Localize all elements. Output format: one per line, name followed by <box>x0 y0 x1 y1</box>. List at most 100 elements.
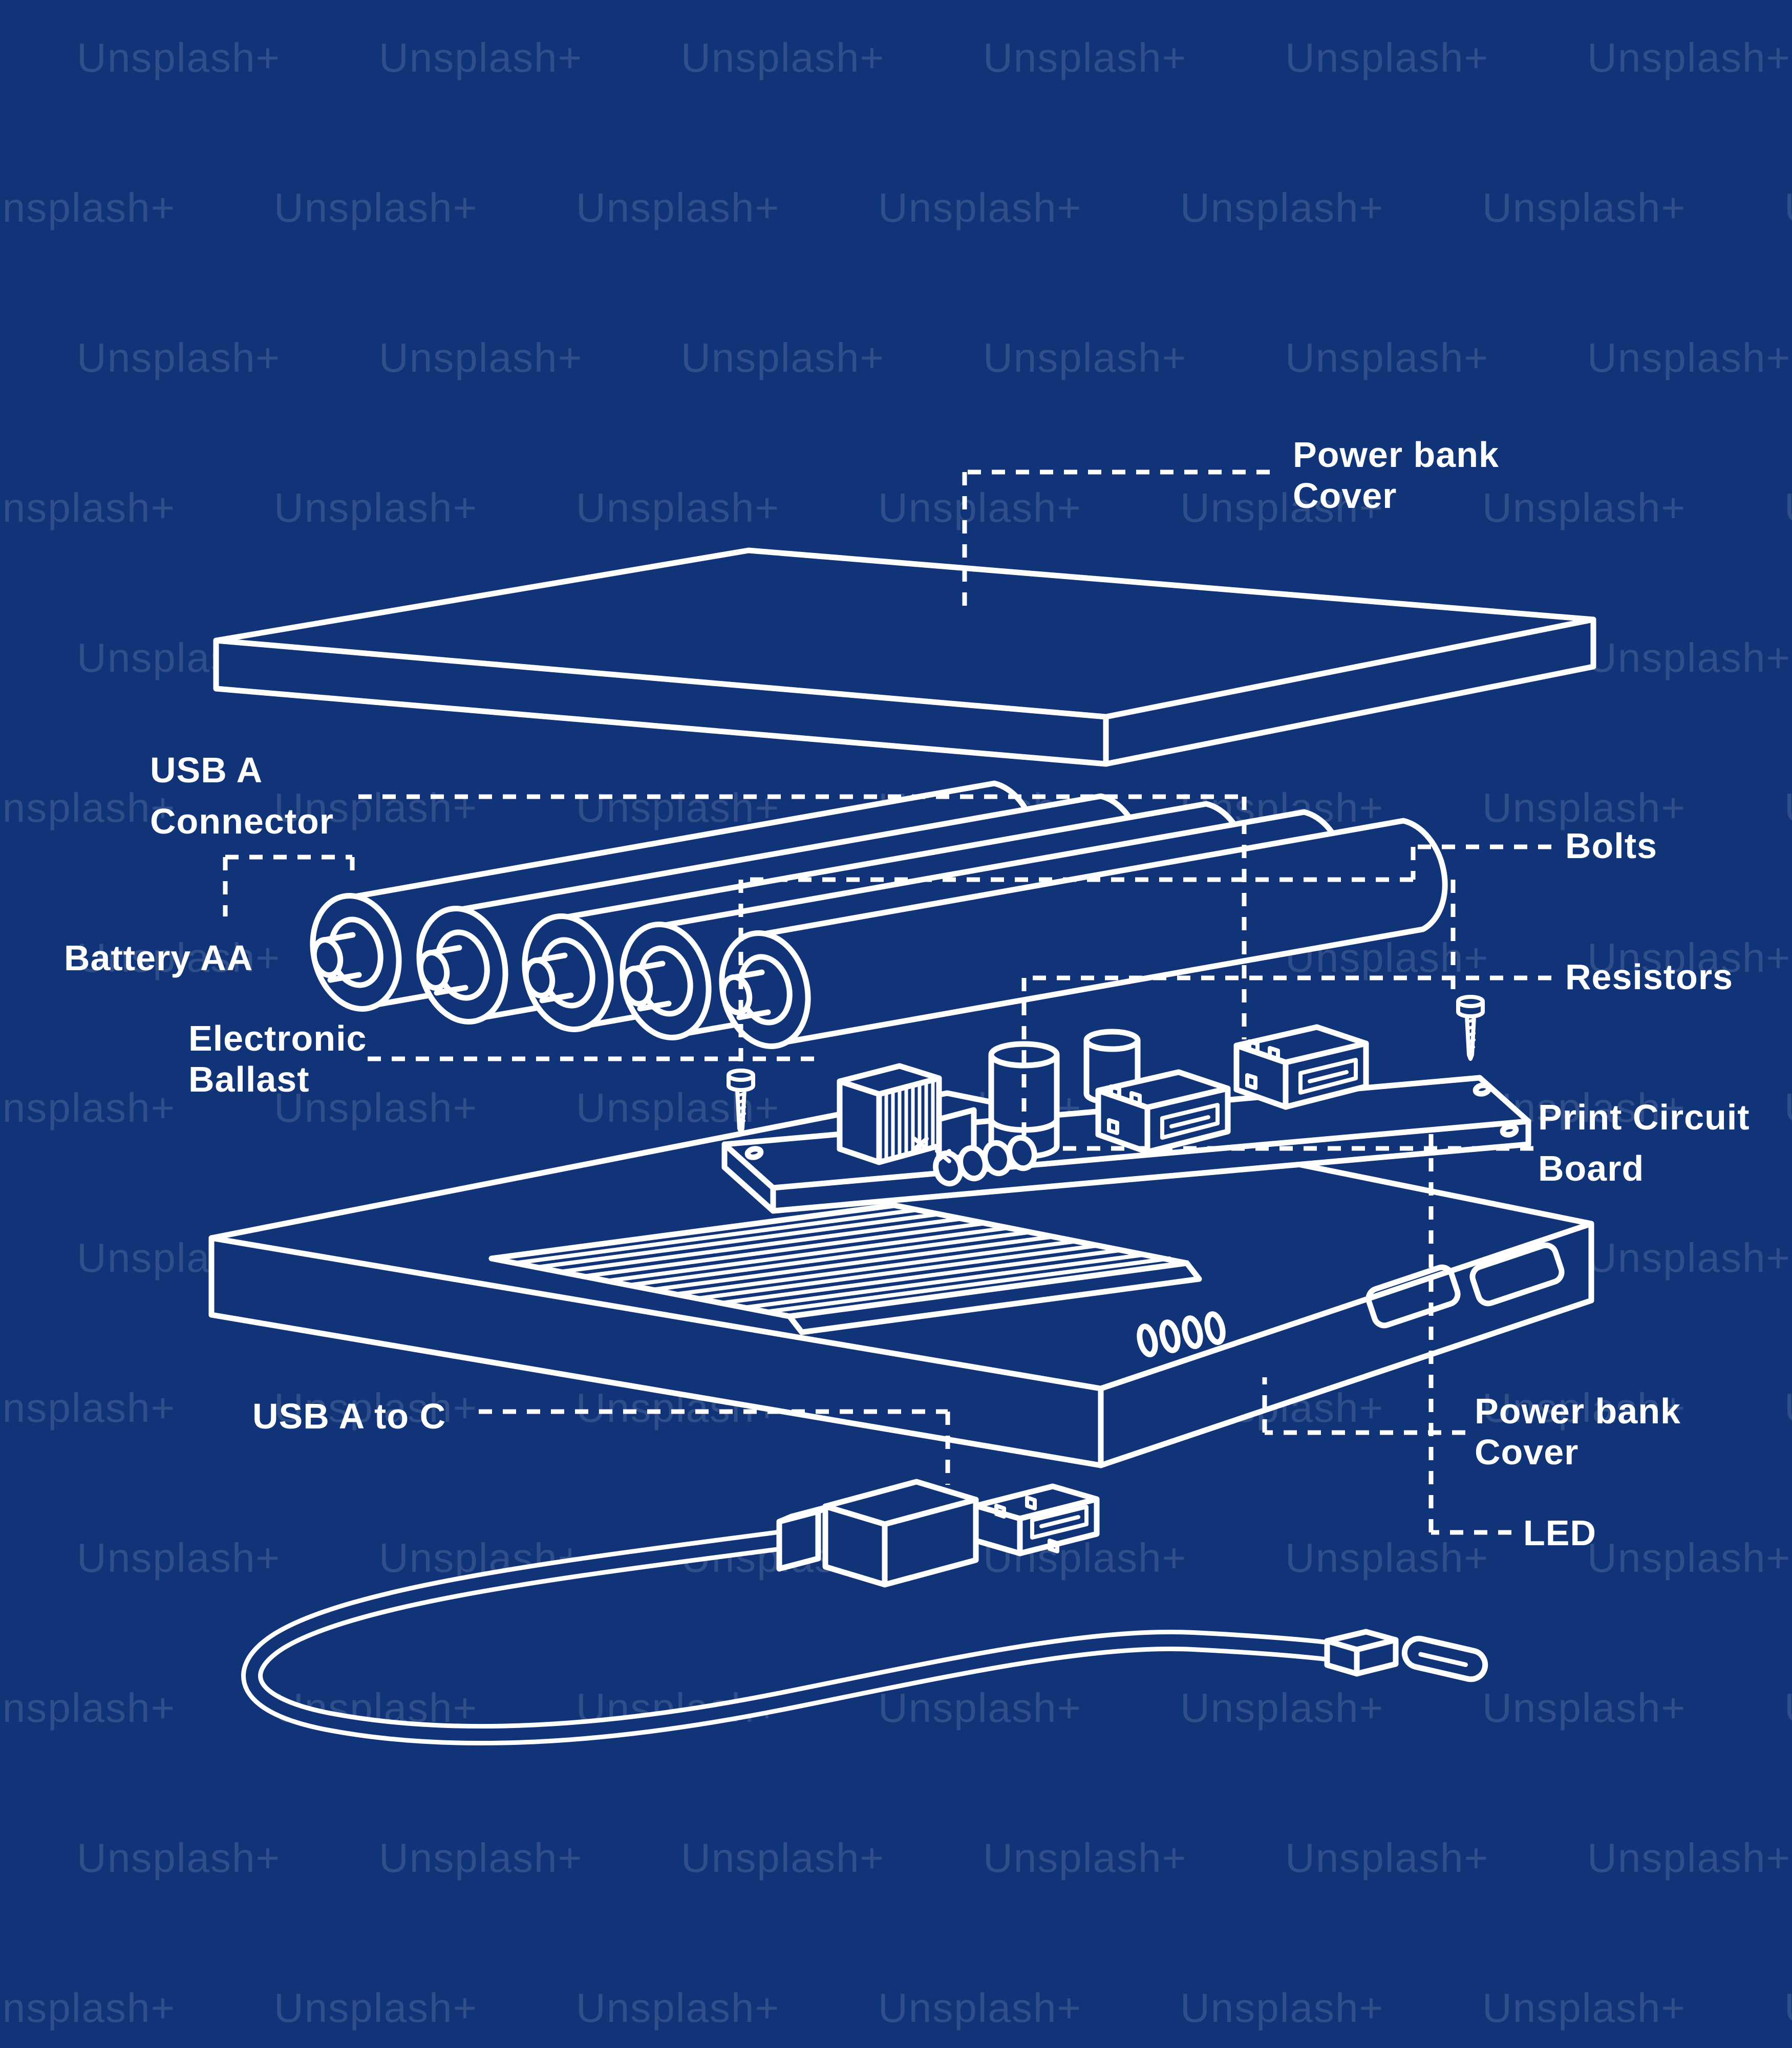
watermark-text: Unsplash+ <box>274 1385 478 1431</box>
watermark-text: Unsplash+ <box>0 1085 176 1130</box>
usb-a-port-rear <box>1233 1024 1369 1110</box>
leader-resistors <box>1021 975 1551 1144</box>
watermark-text: Unsplash+ <box>274 185 478 230</box>
watermark-text: Unsplash+ <box>77 1535 281 1581</box>
watermark-text: Unsplash+ <box>576 485 780 530</box>
watermark-text: Unsplash+ <box>1587 1235 1791 1281</box>
mounting-hole <box>1473 1082 1492 1097</box>
watermark-text: Unsplash+ <box>1784 185 1792 230</box>
label-usb-a-connector-line2: Connector <box>150 801 334 841</box>
exploded-diagram <box>208 547 1596 1746</box>
battery-5 <box>719 818 1448 1049</box>
leader-usb-a-connector <box>358 794 1247 1039</box>
label-usb-a-connector-line1: USB A <box>150 750 263 790</box>
watermark-text: Unsplash+ <box>576 185 780 230</box>
leader-usb-a-to-c <box>479 1409 950 1485</box>
watermark-text: Unsplash+ <box>1587 1535 1791 1581</box>
watermark-text: Unsplash+ <box>878 1685 1082 1731</box>
watermark-text: Unsplash+ <box>379 1835 583 1881</box>
tray-hatching <box>513 1208 1171 1314</box>
watermark-text: Unsplash+ <box>0 1685 176 1731</box>
watermark-text: Unsplash+ <box>1482 1385 1686 1431</box>
watermark-text: Unsplash+ <box>1784 785 1792 830</box>
watermark-text: Unsplash+ <box>274 485 478 530</box>
watermark-text: Unsplash+ <box>1285 1835 1489 1881</box>
watermark-text: Unsplash+ <box>681 35 885 80</box>
watermark-text: Unsplash+ <box>1784 485 1792 530</box>
watermark-text: Unsplash+ <box>1285 35 1489 80</box>
label-battery-aa: Battery AA <box>64 938 253 978</box>
watermark-text: Unsplash+ <box>878 185 1082 230</box>
usb-a-port-front <box>1095 1069 1231 1155</box>
watermark-text: Unsplash+ <box>1587 635 1791 680</box>
label-power-bank-cover-bottom-line1: Power bank <box>1475 1391 1681 1431</box>
watermark-text: Unsplash+ <box>0 185 176 230</box>
label-bolts: Bolts <box>1565 826 1657 866</box>
solder-marks <box>912 1137 951 1163</box>
watermark-text: Unsplash+ <box>0 485 176 530</box>
leader-battery-aa <box>223 855 355 916</box>
usb-port-cutouts <box>1366 1242 1565 1329</box>
watermark-text: Unsplash+ <box>274 1085 478 1130</box>
watermark-text: Unsplash+ <box>0 1985 176 2031</box>
watermark-text: Unsplash+ <box>1285 1535 1489 1581</box>
watermark-text: Unsplash+ <box>681 335 885 380</box>
watermark-text: Unsplash+ <box>77 35 281 80</box>
leader-led <box>1428 1126 1511 1535</box>
watermark-text: Unsplash+ <box>379 335 583 380</box>
watermark-text: Unsplash+ <box>1587 335 1791 380</box>
watermark-text: Unsplash+ <box>274 785 478 830</box>
watermark-text: Unsplash+ <box>0 1385 176 1431</box>
watermark-text: Unsplash+ <box>1784 1085 1792 1130</box>
watermark-text: Unsplash+ <box>983 1835 1187 1881</box>
mounting-hole <box>1500 1123 1519 1138</box>
watermark-text: Unsplash+ <box>274 1985 478 2031</box>
bolt-right <box>1456 995 1485 1061</box>
label-power-bank-cover-top-line2: Cover <box>1293 476 1397 516</box>
watermark-text: Unsplash+ <box>1482 1985 1686 2031</box>
watermark-text: Unsplash+ <box>878 485 1082 530</box>
watermark-text: Unsplash+ <box>1482 485 1686 530</box>
usb-a-plug <box>776 1479 1100 1588</box>
watermark-text: Unsplash+ <box>1285 335 1489 380</box>
watermark-text: Unsplash+ <box>1784 1385 1792 1431</box>
watermark-text: Unsplash+ <box>1587 35 1791 80</box>
label-electronic-ballast-line2: Ballast <box>188 1059 310 1099</box>
bolt-left <box>727 1069 755 1135</box>
watermark-text: Unsplash+ <box>0 785 176 830</box>
watermark-text: Unsplash+ <box>1587 935 1791 980</box>
watermark-text: Unsplash+ <box>1784 1685 1792 1731</box>
label-led: LED <box>1523 1513 1596 1553</box>
resistors-part <box>912 1135 1037 1187</box>
labels-layer: Power bank Cover USB A Connector Battery… <box>64 435 1750 1553</box>
label-print-circuit-board-line2: Board <box>1538 1148 1644 1188</box>
label-resistors: Resistors <box>1565 957 1733 997</box>
watermark-text: Unsplash+ <box>681 1835 885 1881</box>
label-usb-a-to-c: USB A to C <box>252 1396 446 1436</box>
watermark-text: Unsplash+ <box>1180 185 1384 230</box>
watermark-text: Unsplash+ <box>77 1835 281 1881</box>
label-print-circuit-board-line1: Print Circuit <box>1538 1097 1750 1137</box>
watermark-text: Unsplash+ <box>1180 1685 1384 1731</box>
battery-aa-part <box>310 780 1448 1049</box>
watermark-text: Unsplash+ <box>1784 1985 1792 2031</box>
watermark-text: Unsplash+ <box>576 1085 780 1130</box>
print-circuit-board-part <box>721 1024 1531 1214</box>
leader-lines <box>223 470 1551 1535</box>
watermark-text: Unsplash+ <box>878 1985 1082 2031</box>
led-holes <box>1137 1311 1226 1357</box>
watermark-text: Unsplash+ <box>983 35 1187 80</box>
watermark-text: Unsplash+ <box>1180 1985 1384 2031</box>
watermark-text: Unsplash+ <box>576 1985 780 2031</box>
usb-a-to-c-cable <box>241 1479 1488 1746</box>
power-bank-cover-top-part <box>213 547 1596 767</box>
watermark-text: Unsplash+ <box>1482 185 1686 230</box>
watermark-text: Unsplash+ <box>77 935 281 980</box>
watermark-text: Unsplash+ <box>1180 485 1384 530</box>
leader-power-bank-cover-top <box>962 470 1270 609</box>
watermark-text: Unsplash+ <box>1482 785 1686 830</box>
usb-c-plug <box>1324 1629 1488 1682</box>
watermark-text: Unsplash+ <box>983 335 1187 380</box>
watermark-text: Unsplash+ <box>576 785 780 830</box>
